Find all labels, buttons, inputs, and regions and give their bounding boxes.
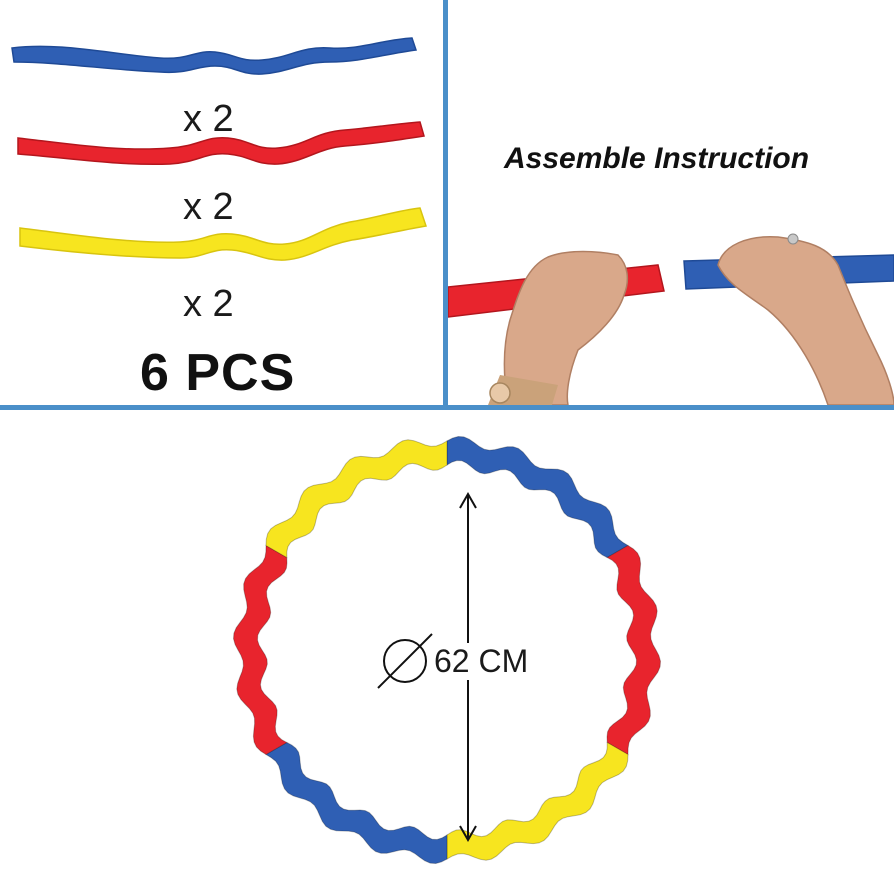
vertical-divider [443,0,448,408]
yellow-quantity-label: x 2 [183,283,234,325]
right-hand-image [717,233,894,405]
blue-tube-piece [11,37,417,75]
red-tube-piece [17,121,425,166]
hoop-segment [265,741,448,865]
hoop-segment [446,435,629,559]
total-pieces-label: 6 PCS [140,344,296,402]
arrow-head-top-icon [459,491,477,509]
assembled-hoop-image [232,435,662,865]
hoop-segment [606,544,662,756]
left-hand-image [488,250,629,405]
hoop-segment [232,544,288,756]
yellow-tube-piece [19,207,427,261]
pieces-panel: x 2 x 2 x 2 6 PCS [0,0,443,405]
hoop-ring [232,435,662,865]
hoop-panel: 62 CM [0,410,894,878]
arrow-head-bottom-icon [459,825,477,843]
hoop-segment [446,741,629,861]
assembly-panel: Assemble Instruction [448,0,894,405]
hoop-segment [265,439,448,559]
diameter-symbol-icon [377,633,433,689]
red-quantity-label: x 2 [183,186,234,228]
assembly-title: Assemble Instruction [504,142,810,175]
blue-quantity-label: x 2 [183,98,234,140]
horizontal-divider [0,405,894,410]
diameter-label: 62 CM [432,643,531,680]
assembly-photo [448,233,894,405]
